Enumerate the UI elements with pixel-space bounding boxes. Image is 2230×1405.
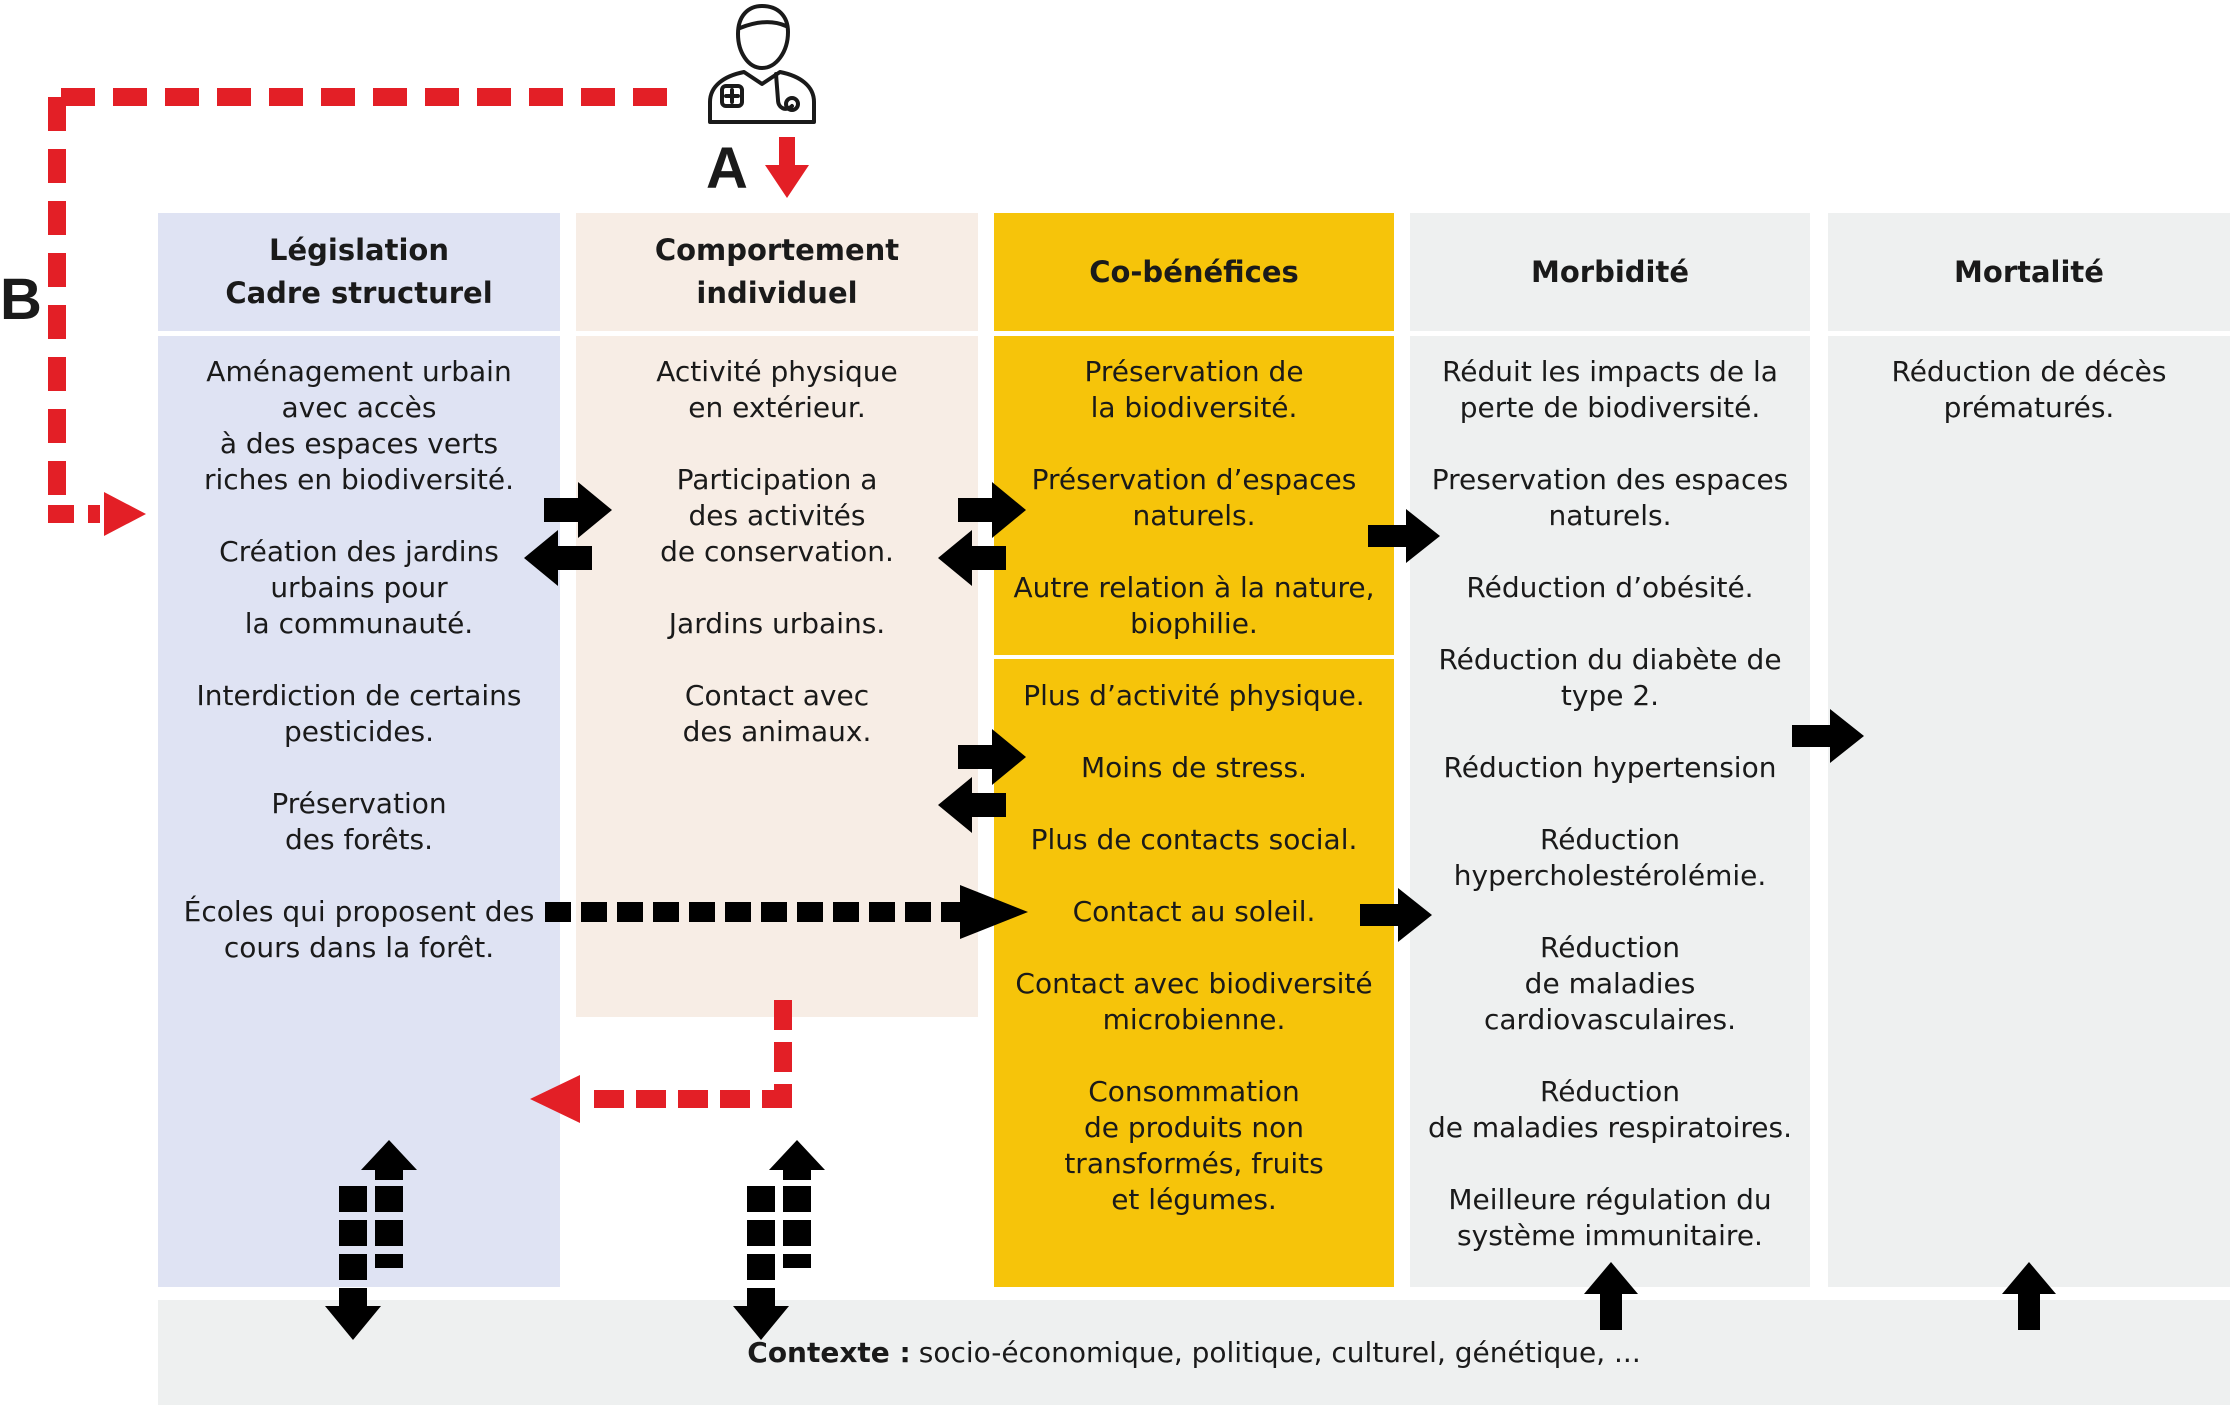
morbidity-column-bg [1410,213,1810,1287]
cobenefits-column-bg [994,213,1394,1287]
red-dashed-feedback-arrow [530,1000,792,1123]
list-item: Aménagement urbain avec accès à des espa… [203,355,515,496]
list-item: Réduction de maladies cardiovasculaires. [1483,931,1737,1036]
right-arrow [1368,509,1440,563]
list-item: Participation a des activités de conserv… [660,463,894,568]
list-item: Préservation d’espaces naturels. [1031,463,1357,532]
cobenefits-separator [994,655,1394,659]
morbidity-list: Réduit les impacts de la perte de biodiv… [1410,354,1810,1254]
vertical-dashed-double-arrow [325,1140,417,1340]
legislation-header: Législation Cadre structurel [225,233,493,310]
behaviour-column-bg [576,213,978,1017]
double-arrow [524,482,612,586]
black-dashed-arrow [545,885,1028,939]
list-item: Réduction du diabète de type 2. [1438,643,1782,712]
right-arrow [1360,888,1432,942]
double-arrow [938,482,1026,586]
list-item: Préservation des forêts. [271,787,447,856]
legislation-column-bg [158,213,560,1287]
up-arrow [2002,1262,2056,1330]
vertical-dashed-double-arrow [733,1140,825,1340]
legislation-list: Aménagement urbain avec accès à des espa… [158,354,560,966]
list-item: Réduction hypercholestérolémie. [1453,823,1767,892]
context-label: Contexte : [747,1336,911,1369]
header-separator [150,331,2230,336]
list-item: Plus d’activité physique. [1023,679,1365,712]
list-item: Meilleure régulation du système immunita… [1448,1183,1772,1252]
list-item: Jardins urbains. [668,607,886,640]
list-item: Réduction d’obésité. [1466,571,1754,604]
list-item: Réduit les impacts de la perte de biodiv… [1442,355,1778,424]
mortality-header: Mortalité [1954,254,2104,289]
label-b: B [0,267,42,332]
list-item: Réduction de décès prématurés. [1891,355,2167,424]
behaviour-list: Activité physique en extérieur. Particip… [576,354,978,750]
list-item: Contact avec des animaux. [682,679,872,748]
mortality-list: Réduction de décès prématurés. [1828,354,2230,426]
context-text: socio-économique, politique, culturel, g… [918,1336,1641,1369]
list-item: Moins de stress. [1081,751,1307,784]
list-item: Création des jardins urbains pour la com… [219,535,499,640]
red-arrow-a [765,137,809,198]
list-item: Autre relation à la nature, biophilie. [1013,571,1375,640]
right-arrow [1792,709,1864,763]
list-item: Écoles qui proposent des cours dans la f… [183,895,535,964]
cobenefits-list-top: Préservation de la biodiversité. Préserv… [994,354,1394,642]
behaviour-header: Comportement individuel [654,233,900,310]
list-item: Contact avec biodiversité microbienne. [1015,967,1373,1036]
up-arrow [1584,1262,1638,1330]
label-a: A [706,136,748,201]
list-item: Interdiction de certains pesticides. [196,679,522,748]
list-item: Réduction de maladies respiratoires. [1428,1075,1792,1144]
cobenefits-header: Co-bénéfices [1089,254,1299,289]
list-item: Activité physique en extérieur. [656,355,898,424]
list-item: Réduction hypertension [1443,751,1777,784]
red-dashed-arrow-b [48,88,667,536]
context-line: Contexte : socio-économique, politique, … [158,1300,2230,1405]
list-item: Préservation de la biodiversité. [1084,355,1304,424]
list-item: Contact au soleil. [1072,895,1316,928]
mortality-column-bg [1828,213,2230,1287]
cobenefits-list-bottom: Plus d’activité physique. Moins de stres… [994,678,1394,1218]
double-arrow [938,729,1026,833]
list-item: Preservation des espaces naturels. [1431,463,1789,532]
list-item: Consommation de produits non transformés… [1064,1075,1324,1216]
list-item: Plus de contacts social. [1030,823,1358,856]
context-band [158,1300,2230,1405]
doctor-icon [708,4,816,124]
morbidity-header: Morbidité [1530,254,1689,289]
